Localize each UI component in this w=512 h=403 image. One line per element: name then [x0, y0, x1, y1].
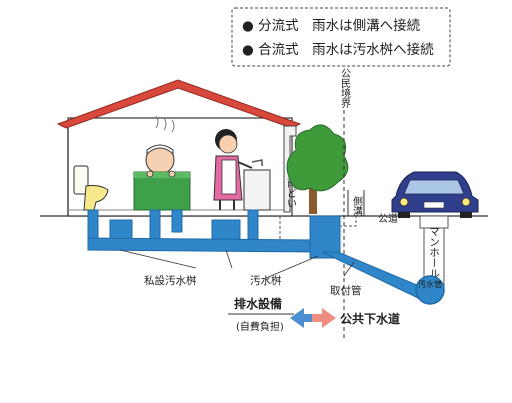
tree-icon [286, 124, 349, 214]
private-basin-label: 私設汚水桝 [144, 274, 197, 287]
legend-combined: ● 合流式 雨水は汚水桝へ接続 [242, 41, 434, 58]
legend-separate: ● 分流式 雨水は側溝へ接続 [242, 17, 421, 34]
arrow-right-icon [312, 308, 336, 328]
sewer-pipe-label: 汚水管 [418, 279, 442, 289]
sewage-basin-label: 汚水桝 [250, 274, 282, 287]
gutter-label: 側溝 [351, 195, 363, 217]
legend-box [231, 7, 451, 67]
person-at-sink-icon [213, 129, 271, 211]
car-icon [391, 171, 479, 218]
bath-icon [133, 115, 191, 211]
toilet-icon [73, 165, 109, 211]
public-sewer-label: 公共下水道 [340, 311, 400, 326]
manhole-label: マンホール [428, 226, 440, 279]
pipe-network [87, 209, 449, 299]
public-road-label: 公道 [378, 212, 398, 225]
drainage-facility-label: 排水設備 [234, 296, 282, 311]
connection-pipe-label: 取付管 [330, 284, 362, 297]
boundary-label: 公民境界 [339, 68, 351, 109]
leader-lines [119, 249, 355, 279]
sewer-pipe-icon: 汚水管 [415, 275, 445, 305]
self-burden-label: (自費負担) [236, 320, 284, 333]
legend: ● 分流式 雨水は側溝へ接続 ● 合流式 雨水は汚水桝へ接続 [231, 7, 451, 67]
arrow-left-icon [290, 308, 314, 328]
